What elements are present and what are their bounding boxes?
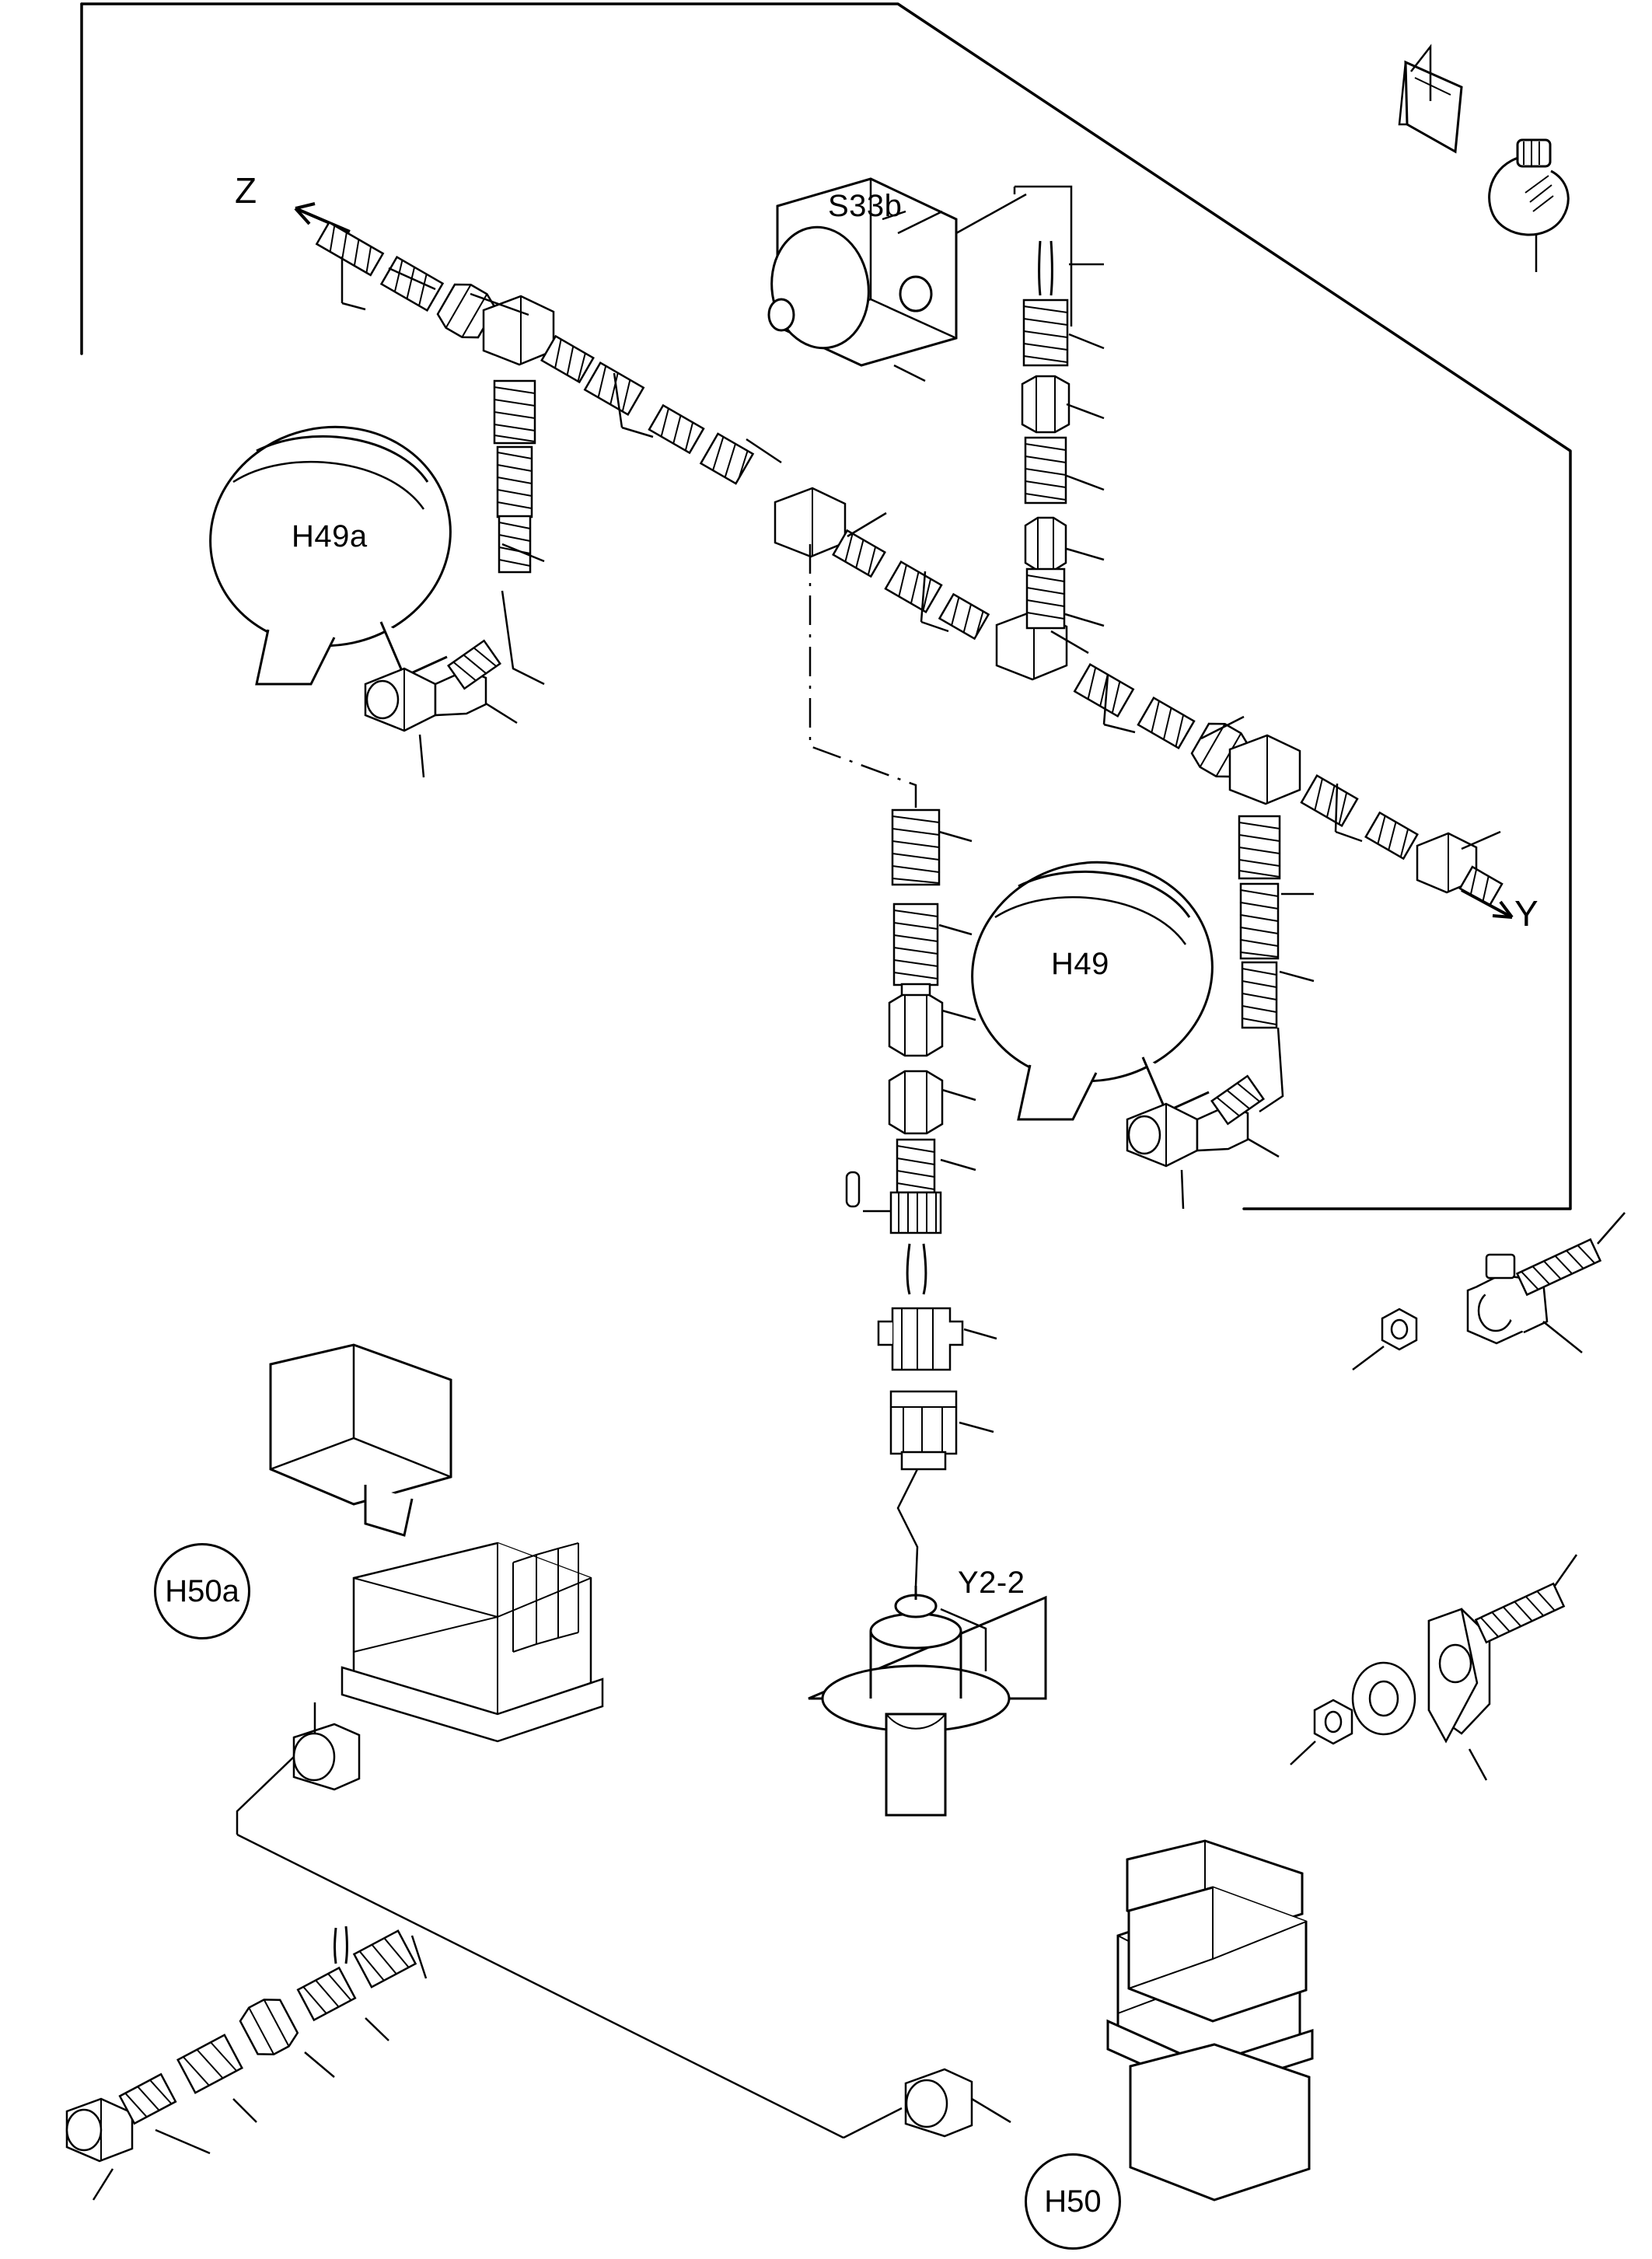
- label-y2-2: Y2-2: [958, 1566, 1025, 1600]
- label-h50a: H50a: [154, 1543, 250, 1639]
- label-h49a: H49a: [292, 519, 368, 553]
- label-z: Z: [235, 170, 257, 211]
- label-h50: H50: [1025, 2153, 1121, 2250]
- label-s33b: S33b: [828, 189, 903, 223]
- label-y: Y: [1514, 893, 1539, 934]
- label-h49: H49: [1051, 947, 1109, 981]
